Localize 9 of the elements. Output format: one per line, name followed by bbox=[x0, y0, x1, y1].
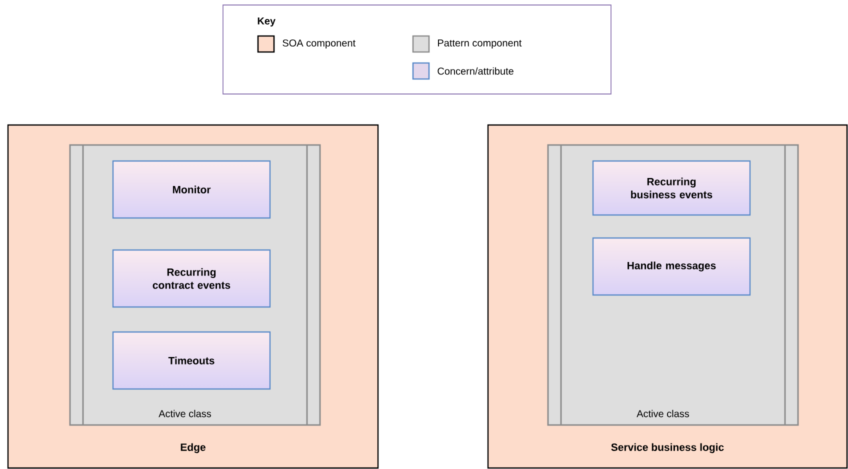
legend-label: Pattern component bbox=[438, 40, 522, 48]
concern-box: Monitor bbox=[112, 160, 271, 219]
legend-label: Concern/attribute bbox=[438, 67, 514, 75]
concern-box: Timeouts bbox=[112, 331, 271, 390]
legend-title: Key bbox=[258, 18, 276, 26]
concern-box: Recurring contract events bbox=[112, 249, 271, 308]
concern-box: Handle messages bbox=[592, 237, 751, 296]
concern-box: Recurring business events bbox=[592, 160, 751, 216]
legend-label: SOA component bbox=[282, 39, 356, 49]
